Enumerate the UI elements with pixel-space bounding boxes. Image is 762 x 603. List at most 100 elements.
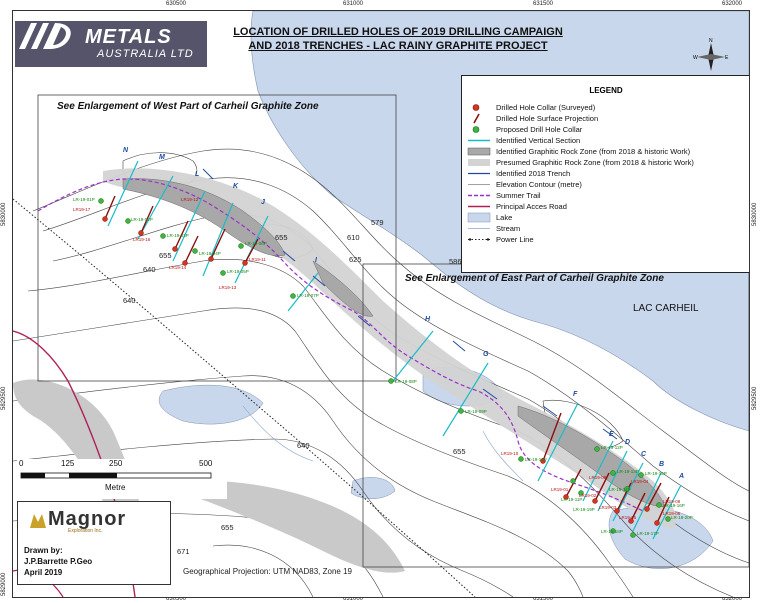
legend-item: Elevation Contour (metre) <box>466 179 746 190</box>
legend-item: Lake <box>466 212 746 223</box>
scale-tick: 0 <box>19 459 24 468</box>
legend-label: Proposed Drill Hole Collar <box>496 125 583 134</box>
inset-west-box <box>37 94 397 382</box>
metals-australia-logo: METALS AUSTRALIA LTD <box>15 21 207 67</box>
lake-fill-icon <box>467 212 491 223</box>
lake-carheil-label: LAC CARHEIL <box>633 303 699 314</box>
northing-tick-left: 5829000 <box>1 572 7 596</box>
proposed-hole-label: LR-19-19P <box>573 507 595 512</box>
easting-tick-top: 630500 <box>166 1 187 7</box>
graphitic-zone-identified <box>312 260 374 317</box>
northing-tick-right: 5830000 <box>752 202 758 226</box>
magnor-logo: Magnor Exploration Inc. <box>28 506 158 534</box>
northing-tick-left: 5830000 <box>1 202 7 226</box>
proposed-hole-label: LR-19-04P <box>199 251 221 256</box>
logo-subtitle: AUSTRALIA LTD <box>97 48 194 60</box>
legend-label: Identified Graphitic Rock Zone (from 201… <box>496 147 691 156</box>
proposed-hole-label: LR-19-09P <box>465 409 487 414</box>
proposed-hole-label: LR-19-02P <box>131 217 153 222</box>
compass-letter-w: W <box>693 55 698 61</box>
north-arrow: N S E W <box>693 35 729 81</box>
contour-label: 655 <box>453 447 466 456</box>
proposed-hole-label: LR-19-15P <box>645 471 667 476</box>
proposed-hole-label: LR-19-18P <box>601 529 623 534</box>
contour-label: 579 <box>371 218 384 227</box>
proposed-hole-label: LR-19-10P <box>525 457 547 462</box>
section-label: G <box>483 351 489 358</box>
proposed-hole-label: LR-19-11P <box>561 497 583 502</box>
logo-mark-icon <box>19 23 71 49</box>
trench-line-icon <box>468 172 490 175</box>
legend-label: Presumed Graphitic Rock Zone (from 2018 … <box>496 158 694 167</box>
proposed-hole-label: LR-19-03P <box>167 233 189 238</box>
northing-tick-left: 5829500 <box>1 386 7 410</box>
drill-collars-surveyed <box>102 216 660 526</box>
proposed-hole-label: LR-19-14P <box>609 487 631 492</box>
legend-item: Summer Trail <box>466 190 746 201</box>
proposed-hole-label: LR-19-20P <box>671 515 693 520</box>
legend-label: Identified 2018 Trench <box>496 169 571 178</box>
scale-bar-graphic <box>20 472 212 479</box>
proposed-hole-label: LR-19-08P <box>395 379 417 384</box>
legend-item: Proposed Drill Hole Collar <box>466 124 746 135</box>
drill-hole-label: LR19-01 <box>551 487 569 492</box>
drill-hole-label: LR19-03 <box>599 505 617 510</box>
logo-name: METALS <box>85 26 172 48</box>
legend-label: Identified Vertical Section <box>496 136 581 145</box>
red-collar-icon <box>472 104 480 111</box>
lake-small <box>350 477 396 499</box>
drill-collars-proposed <box>98 198 671 538</box>
projection-note: Geographical Projection: UTM NAD83, Zone… <box>183 567 352 576</box>
easting-tick-bottom: 631500 <box>533 596 554 602</box>
legend-item: Identified 2018 Trench <box>466 168 746 179</box>
graphitic-zone-presumed <box>103 168 677 530</box>
legend-label: Drilled Hole Collar (Surveyed) <box>496 103 596 112</box>
easting-tick-bottom: 630500 <box>166 596 187 602</box>
trail-line-icon <box>468 194 490 197</box>
map-title: LOCATION OF DRILLED HOLES OF 2019 DRILLI… <box>193 25 603 53</box>
section-label: B <box>659 461 665 468</box>
northing-tick-right: 5829500 <box>752 386 758 410</box>
map-canvas[interactable]: LOCATION OF DRILLED HOLES OF 2019 DRILLI… <box>12 10 750 598</box>
drill-hole-label: LR19-13 <box>219 285 237 290</box>
legend-item: Identified Graphitic Rock Zone (from 201… <box>466 146 746 157</box>
contour-label: 655 <box>275 233 288 242</box>
contour-label: 640 <box>143 265 156 274</box>
drill-hole-label: LR19-16 <box>133 237 151 242</box>
drill-hole-label: LR19-10 <box>501 451 519 456</box>
power-line <box>13 198 476 597</box>
section-label: C <box>641 451 647 458</box>
drill-hole-label: LR19-17 <box>73 207 91 212</box>
contour-label: 640 <box>123 296 136 305</box>
legend-label: Principal Acces Road <box>496 202 567 211</box>
section-label: L <box>195 171 200 178</box>
section-label: I <box>315 257 317 264</box>
proposed-hole-label: LR-19-07P <box>297 293 319 298</box>
zone-dark-icon <box>467 147 491 156</box>
drill-hole-label: LR19-04 <box>631 479 649 484</box>
magnor-subtitle: Exploration Inc. <box>68 528 103 534</box>
section-label: D <box>625 439 631 446</box>
contour-label: 640 <box>297 441 310 450</box>
power-line-icon <box>468 238 490 241</box>
vertical-sections <box>107 160 682 540</box>
legend: LEGEND Drilled Hole Collar (Surveyed) Dr… <box>461 75 749 273</box>
contour-label: 586 <box>449 257 462 266</box>
scale-tick: 500 <box>199 459 213 468</box>
drill-hole-label: LR19-08 <box>663 499 681 504</box>
zone-light-icon <box>468 159 490 166</box>
legend-item: Power Line <box>466 234 746 245</box>
lake-small <box>158 384 264 425</box>
road-line-icon <box>468 205 490 208</box>
section-label: F <box>573 391 578 398</box>
drill-projection-icon <box>473 113 480 124</box>
drill-hole-label: LR19-14 <box>169 265 187 270</box>
credits-box: Magnor Exploration Inc. Drawn by: J.P.Ba… <box>17 501 171 585</box>
credit-line: J.P.Barrette P.Geo <box>24 557 93 566</box>
drill-hole-label: LR19-09 <box>589 475 607 480</box>
section-line-icon <box>468 139 490 142</box>
drill-hole-label: LR19-05 <box>619 515 637 520</box>
legend-item: Stream <box>466 223 746 234</box>
legend-item: Identified Vertical Section <box>466 135 746 146</box>
contour-line-icon <box>468 184 490 185</box>
